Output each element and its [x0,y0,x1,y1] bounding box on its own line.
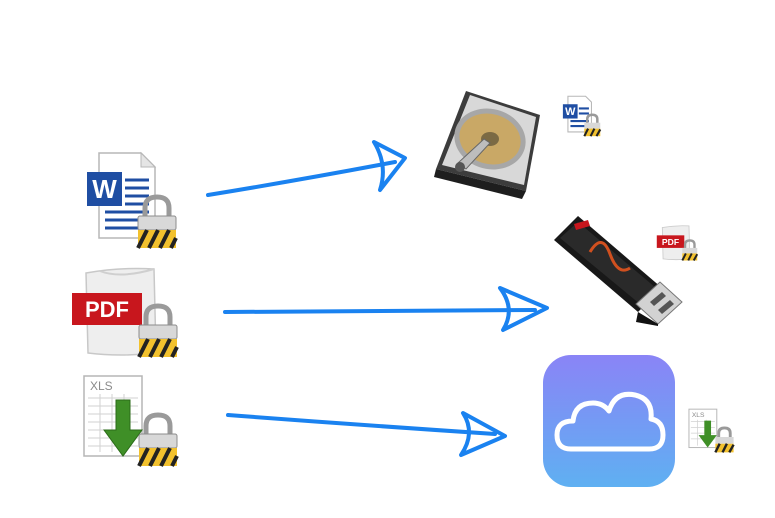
padlock-icon [137,303,179,358]
excel-document-icon: XLS [83,375,143,457]
xls-label: XLS [90,379,113,393]
usb-flash-drive-icon [554,216,683,326]
pdf-document-badge-icon: PDF [656,222,700,264]
arrow-word-to-harddrive [206,140,407,197]
hard-drive-icon [434,91,540,199]
xls-badge-label: XLS [692,412,705,419]
pdf-label: PDF [85,297,129,322]
icloud-icon [543,355,675,487]
excel-document-badge-icon: XLS [688,408,736,454]
padlock-icon [136,194,178,249]
word-document-badge-icon: W [560,95,604,137]
word-badge-label: W [565,106,576,118]
arrow-pdf-to-usb [223,286,549,332]
pdf-badge-label: PDF [662,237,679,247]
arrow-xls-to-icloud [226,411,507,457]
word-label: W [92,174,117,204]
excel-document-locked-icon: XLS [82,374,182,469]
pdf-document-locked-icon: PDF [70,265,182,360]
word-document-icon: W [87,151,157,239]
cloud-icon [554,391,666,452]
word-document-locked-icon: W [85,150,180,250]
padlock-icon [137,412,179,467]
